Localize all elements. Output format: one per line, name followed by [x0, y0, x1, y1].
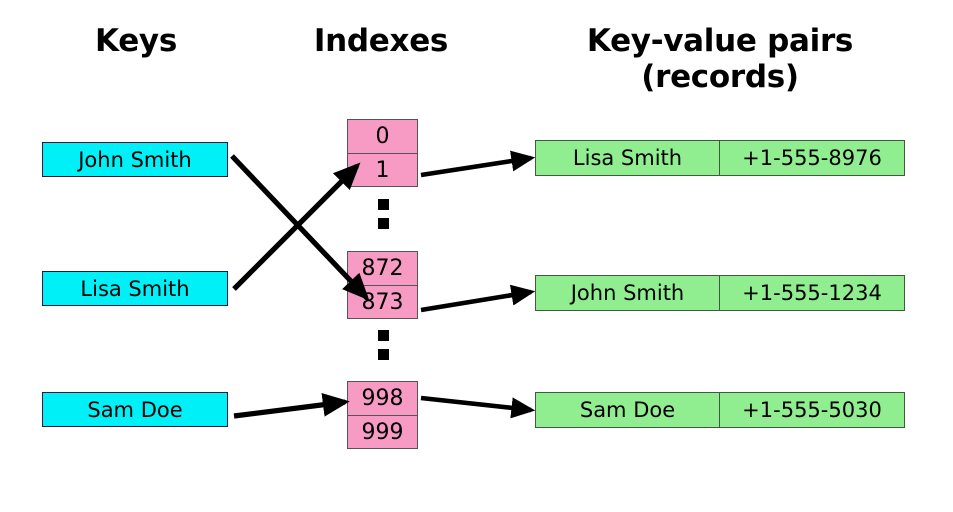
index-group-first: 0 1: [347, 119, 418, 187]
index-cell: 999: [348, 415, 417, 448]
record-box-sam-doe: Sam Doe +1-555-5030: [535, 392, 905, 428]
key-label: John Smith: [78, 147, 192, 172]
index-group-last: 998 999: [347, 381, 418, 449]
index-cell: 873: [348, 285, 417, 318]
index-group-middle: 872 873: [347, 251, 418, 319]
key-label: Lisa Smith: [80, 276, 190, 301]
arrow-1-to-record-lisa-smith: [420, 150, 536, 178]
column-title-keys: Keys: [95, 23, 177, 59]
arrow-998-to-record-sam-doe: [420, 395, 536, 419]
index-cell: 0: [375, 124, 390, 149]
key-box-lisa-smith: Lisa Smith: [42, 271, 228, 306]
column-title-key-value-pairs: Key-value pairs (records): [586, 23, 854, 95]
record-box-john-smith: John Smith +1-555-1234: [535, 275, 905, 311]
index-cell: 1: [348, 153, 417, 186]
record-value: +1-555-8976: [719, 141, 904, 175]
record-key: John Smith: [570, 281, 685, 305]
vertical-ellipsis-icon: [376, 330, 390, 360]
column-title-indexes: Indexes: [313, 23, 449, 59]
record-key: Lisa Smith: [572, 146, 683, 170]
record-value: +1-555-1234: [719, 276, 904, 310]
record-box-lisa-smith: Lisa Smith +1-555-8976: [535, 140, 905, 176]
key-box-john-smith: John Smith: [42, 142, 228, 177]
arrow-john-smith-to-873: [230, 154, 370, 301]
vertical-ellipsis-icon: [376, 199, 390, 229]
index-cell: 998: [361, 386, 404, 411]
arrow-sam-doe-to-998: [233, 392, 350, 419]
record-value: +1-555-5030: [719, 393, 904, 427]
arrow-lisa-smith-to-1: [232, 162, 361, 291]
record-key: Sam Doe: [579, 398, 676, 422]
key-box-sam-doe: Sam Doe: [42, 392, 228, 427]
key-label: Sam Doe: [87, 397, 183, 422]
index-cell: 872: [361, 256, 404, 281]
arrow-873-to-record-john-smith: [420, 284, 536, 313]
